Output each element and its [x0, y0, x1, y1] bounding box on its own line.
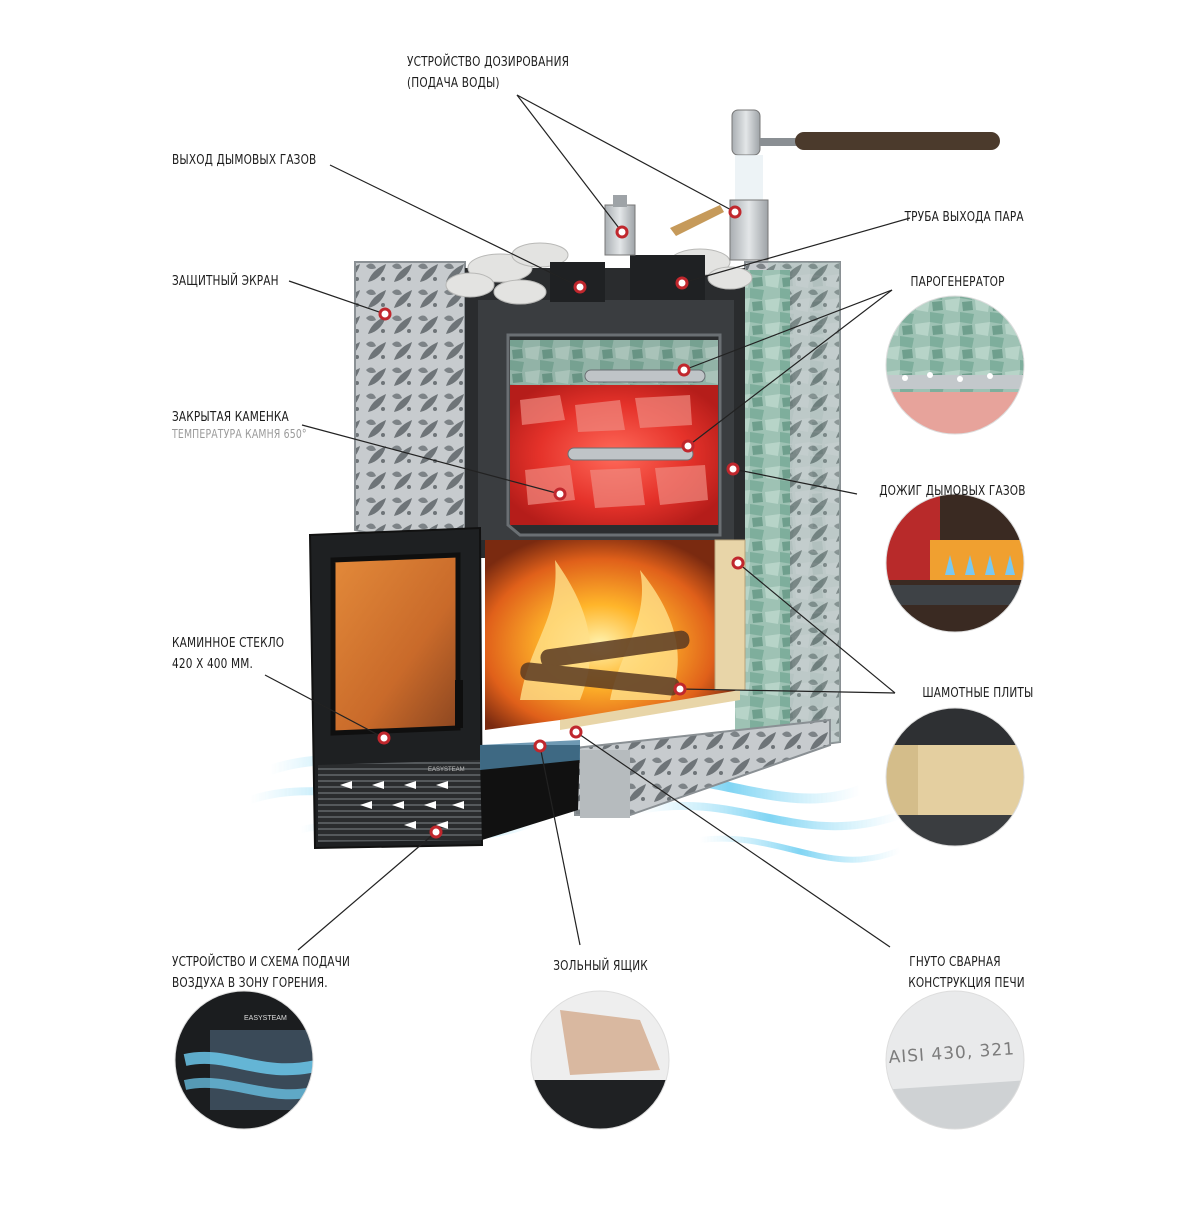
label-closed-heater: ЗАКРЫТАЯ КАМЕНКА ТЕМПЕРАТУРА КАМНЯ 650°	[172, 409, 307, 441]
label-chamotte: ШАМОТНЫЕ ПЛИТЫ	[921, 685, 1033, 701]
label-afterburn: ДОЖИГ ДЫМОВЫХ ГАЗОВ	[879, 483, 1026, 499]
detail-chamotte	[886, 708, 1024, 846]
label-screen: ЗАЩИТНЫЙ ЭКРАН	[172, 273, 279, 289]
label-steam-generator: ПАРОГЕНЕРАТОР	[910, 274, 1005, 290]
marker-dot-icon	[377, 205, 745, 839]
detail-ash-box	[531, 991, 669, 1129]
detail-air-supply	[175, 991, 313, 1129]
left-screen	[354, 261, 466, 557]
label-stone-temp: ТЕМПЕРАТУРА КАМНЯ 650°	[172, 427, 307, 441]
door-brand-logo: EASYSTEAM	[428, 767, 465, 773]
detail-afterburn	[886, 494, 1024, 632]
label-smoke-outlet: ВЫХОД ДЫМОВЫХ ГАЗОВ	[172, 152, 317, 168]
label-ash-box: ЗОЛЬНЫЙ ЯЩИК	[553, 958, 648, 974]
label-dosing: УСТРОЙСТВО ДОЗИРОВАНИЯ(ПОДАЧА ВОДЫ)	[407, 54, 570, 91]
handle-icon	[795, 132, 1000, 150]
label-steam-pipe: ТРУБА ВЫХОДА ПАРА	[904, 209, 1024, 225]
air-flow-arrow-icon	[340, 781, 464, 829]
air-detail-brand-logo: EASYSTEAM	[244, 1015, 287, 1022]
detail-steam-generator	[886, 296, 1024, 434]
leader-lines	[264, 94, 911, 951]
